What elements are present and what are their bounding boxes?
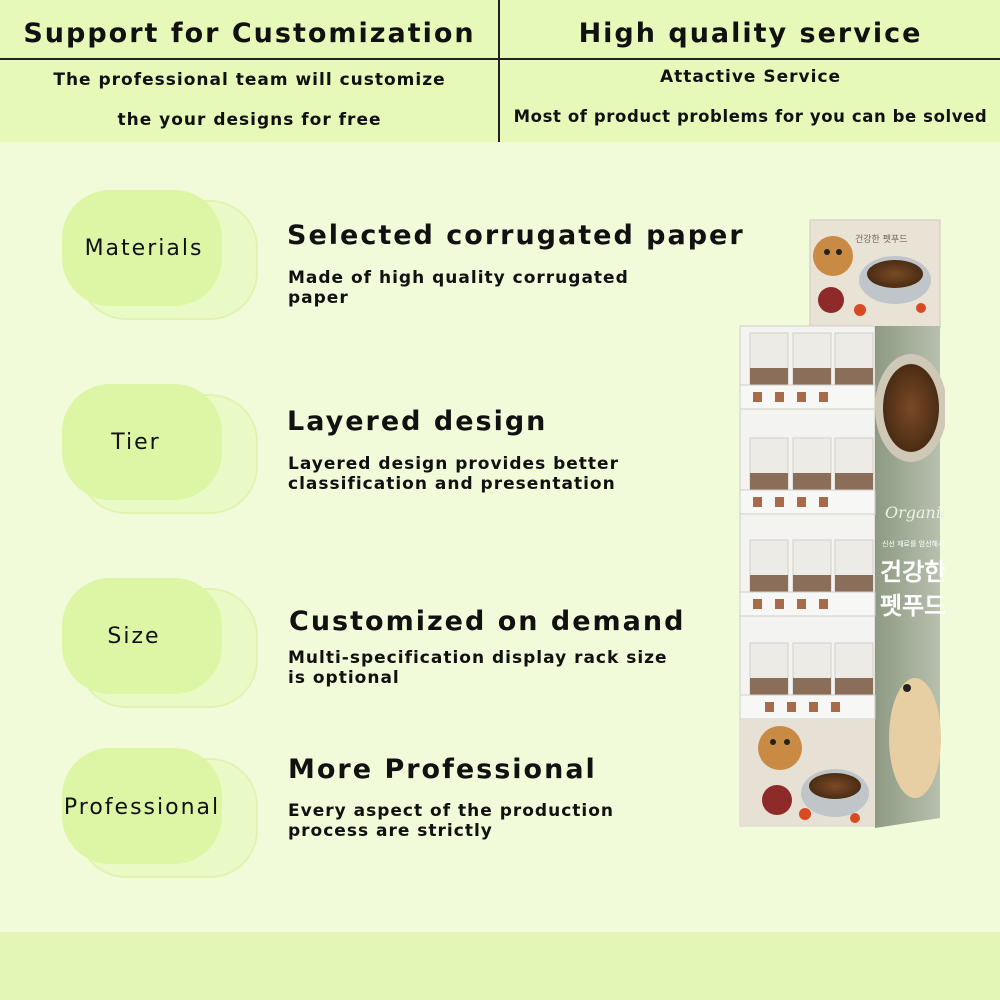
feature-label-size: Size [107, 624, 161, 649]
blob-badge [62, 748, 222, 864]
feature-title-materials: Selected corrugated paper [287, 220, 745, 251]
feature-label-professional: Professional [63, 795, 221, 820]
blob-badge [62, 190, 222, 306]
service-title: High quality service [578, 18, 923, 49]
header-divider-horizontal [0, 58, 1000, 60]
feature-desc-professional: Every aspect of the production process a… [288, 801, 615, 841]
rack-header-card: 건강한 펫푸드 [809, 219, 941, 329]
feature-label-materials: Materials [84, 236, 204, 261]
feature-desc-size: Multi-specification display rack size is… [288, 648, 668, 688]
service-line-2: Most of product problems for you can be … [513, 107, 988, 126]
display-rack-image: 건강한 펫푸드 Organic 신선 재료를 엄선해서 만 건강한 펫푸드 [735, 218, 954, 838]
service-line-1: Attactive Service [659, 67, 842, 87]
customization-line-2: the your designs for free [117, 110, 382, 130]
rack-side-script: Organic [885, 503, 945, 522]
feature-tier: Tier Layered design Layered design provi… [0, 384, 720, 524]
rack-shelves [739, 332, 876, 720]
customization-title: Support for Customization [23, 18, 476, 49]
blob-badge [62, 384, 222, 500]
rack-header-text: 건강한 펫푸드 [855, 234, 908, 245]
feature-title-tier: Layered design [287, 406, 548, 437]
feature-title-professional: More Professional [288, 754, 597, 785]
rack-side-big-2: 펫푸드 [880, 592, 945, 620]
service-panel: High quality service Attactive Service M… [501, 0, 1000, 142]
feature-professional: Professional More Professional Every asp… [0, 748, 720, 888]
header-banner: Support for Customization The profession… [0, 0, 1000, 142]
rack-side-big-1: 건강한 [880, 558, 945, 586]
feature-size: Size Customized on demand Multi-specific… [0, 578, 720, 718]
rack-side-small: 신선 재료를 엄선해서 만 [882, 539, 945, 548]
feature-label-tier: Tier [111, 430, 161, 455]
customization-line-1: The professional team will customize [53, 70, 446, 90]
blob-badge [62, 578, 222, 694]
feature-desc-tier: Layered design provides better classific… [288, 454, 619, 494]
feature-title-size: Customized on demand [289, 606, 686, 637]
header-divider-vertical [498, 0, 500, 142]
customization-panel: Support for Customization The profession… [0, 0, 499, 142]
feature-materials: Materials Selected corrugated paper Made… [0, 190, 743, 330]
footer-band [0, 932, 1000, 1000]
display-rack-illustration: 건강한 펫푸드 Organic 신선 재료를 엄선해서 만 건강한 펫푸드 [739, 219, 954, 828]
feature-desc-materials: Made of high quality corrugated paper [288, 268, 629, 308]
rack-base-panel [740, 720, 875, 826]
